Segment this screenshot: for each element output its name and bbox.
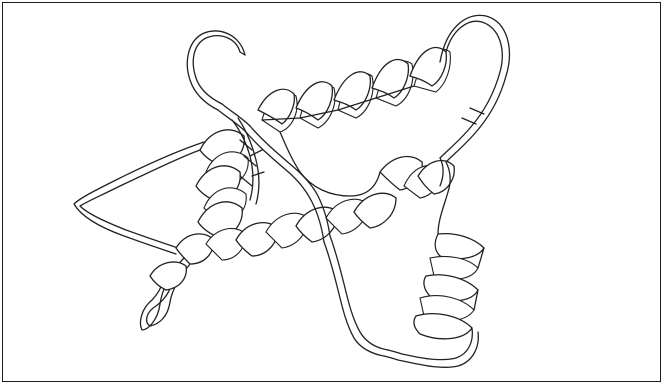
- bottom-left-curl: [140, 258, 190, 330]
- helix-a: [258, 47, 450, 132]
- descending-coil: [324, 236, 388, 356]
- hook-to-center-coil: [218, 104, 250, 132]
- top-hook-loop: [187, 31, 245, 110]
- top-right-hairpin: [440, 15, 509, 162]
- left-extended-loop: [74, 142, 204, 254]
- helix-e: [414, 234, 484, 339]
